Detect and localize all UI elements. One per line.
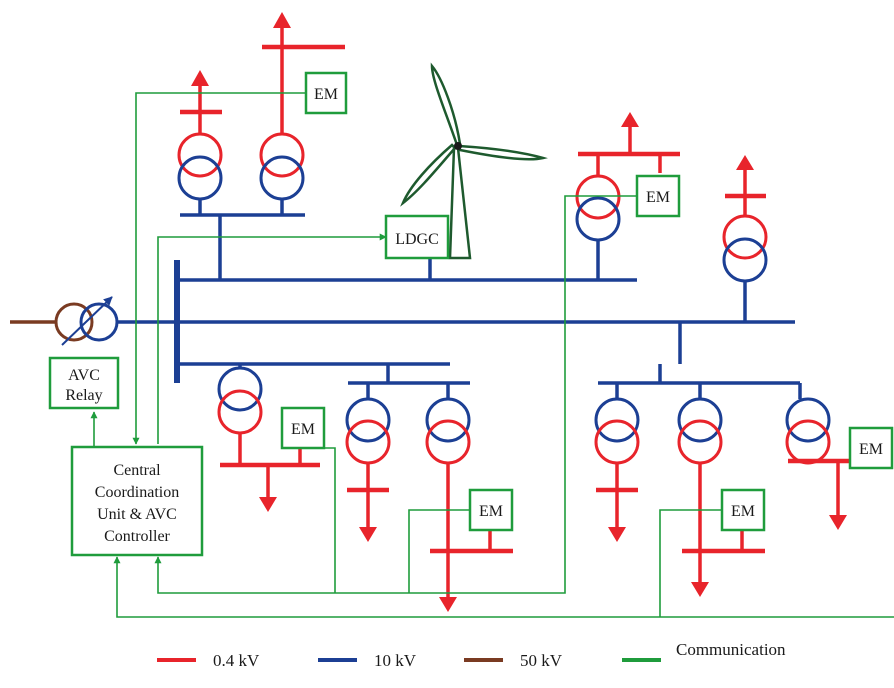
em-box-lower-2 xyxy=(468,488,514,532)
em-box-lower-4 xyxy=(848,426,894,470)
em-label: EM xyxy=(646,189,670,206)
avc-relay-label-line-1: AVC xyxy=(68,367,100,384)
low-voltage-network xyxy=(180,12,892,612)
legend-label-low-voltage: 0.4 kV xyxy=(213,651,260,670)
tap-changer-arrow xyxy=(61,296,113,346)
transformer-upper-3 xyxy=(575,174,621,242)
central-label-line-2: Coordination xyxy=(95,484,179,501)
load-arrow xyxy=(736,155,754,170)
em-label: EM xyxy=(314,86,338,103)
communication-network xyxy=(90,92,894,618)
load-arrow xyxy=(621,112,639,127)
em-box-upper-right xyxy=(635,174,681,218)
load-arrow xyxy=(259,497,277,512)
em-label: EM xyxy=(291,421,315,438)
em-label: EM xyxy=(859,441,883,458)
load-arrow xyxy=(691,582,709,597)
em-label: EM xyxy=(731,503,755,520)
transformer-lower-2 xyxy=(345,397,391,465)
transformer-upper-1 xyxy=(177,132,223,201)
em-box-lower-3 xyxy=(720,488,766,532)
central-label-line-1: Central xyxy=(113,462,161,479)
transformer-upper-4 xyxy=(722,214,768,283)
ldgc-label: LDGC xyxy=(395,231,439,248)
central-coordination-box xyxy=(70,445,204,557)
transformer-lower-4 xyxy=(594,397,640,465)
medium-voltage-network xyxy=(118,200,802,399)
main-transformer xyxy=(54,296,119,346)
wind-turbine xyxy=(400,62,548,260)
load-arrow xyxy=(273,12,291,28)
em-box-upper xyxy=(304,71,348,115)
legend-label-high-voltage: 50 kV xyxy=(520,651,563,670)
central-label-line-3: Unit & AVC xyxy=(97,506,177,523)
avc-relay-label-line-2: Relay xyxy=(65,387,102,404)
transformer-lower-5 xyxy=(677,397,723,465)
load-arrow xyxy=(359,527,377,542)
load-arrow xyxy=(608,527,626,542)
central-label-line-4: Controller xyxy=(104,528,170,545)
em-box-lower-1 xyxy=(280,406,326,450)
legend-label-communication: Communication xyxy=(676,640,786,659)
legend-label-medium-voltage: 10 kV xyxy=(374,651,417,670)
load-arrow xyxy=(191,70,209,86)
load-arrow xyxy=(439,597,457,612)
transformer-lower-1 xyxy=(217,366,263,435)
avc-relay-box xyxy=(48,356,120,410)
transformer-lower-6 xyxy=(785,397,831,465)
load-arrow xyxy=(829,515,847,530)
transformer-upper-2 xyxy=(259,132,305,201)
transformer-lower-3 xyxy=(425,397,471,465)
legend: 0.4 kV 10 kV 50 kV Communication xyxy=(157,640,786,670)
em-label: EM xyxy=(479,503,503,520)
ldgc-box xyxy=(384,214,450,260)
